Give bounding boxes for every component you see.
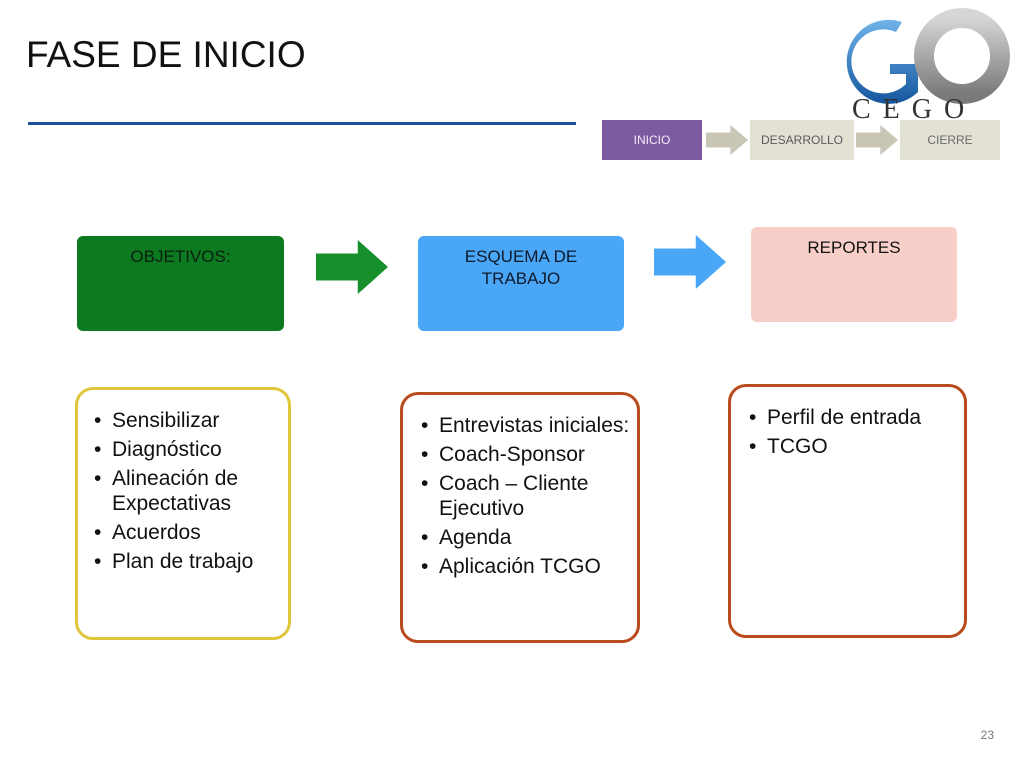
list-item: Sensibilizar bbox=[88, 408, 288, 433]
list-item: Entrevistas iniciales: bbox=[415, 413, 637, 438]
esquema-header: ESQUEMA DE TRABAJO bbox=[418, 236, 624, 331]
esquema-list-box: Entrevistas iniciales: Coach-Sponsor Coa… bbox=[400, 392, 640, 643]
list-item: Coach-Sponsor bbox=[415, 442, 637, 467]
phase-inicio: INICIO bbox=[602, 120, 702, 160]
objetivos-header: OBJETIVOS: bbox=[77, 236, 284, 331]
reportes-header: REPORTES bbox=[751, 227, 957, 322]
esquema-list: Entrevistas iniciales: Coach-Sponsor Coa… bbox=[415, 413, 637, 579]
logo-o-shape bbox=[914, 8, 1010, 104]
list-item: TCGO bbox=[743, 434, 964, 459]
phase-cierre: CIERRE bbox=[900, 120, 1000, 160]
list-item: Acuerdos bbox=[88, 520, 288, 545]
objetivos-list: Sensibilizar Diagnóstico Alineación de E… bbox=[88, 408, 288, 574]
list-item: Alineación de Expectativas bbox=[88, 466, 288, 516]
list-item: Diagnóstico bbox=[88, 437, 288, 462]
phase-arrow-icon bbox=[856, 125, 898, 155]
page-number: 23 bbox=[980, 728, 994, 742]
esquema-header-label: ESQUEMA DE TRABAJO bbox=[464, 247, 578, 288]
title-underline bbox=[28, 122, 576, 125]
list-item: Agenda bbox=[415, 525, 637, 550]
phase-arrow-icon bbox=[706, 125, 748, 155]
cego-logo bbox=[846, 8, 1010, 104]
reportes-list-box: Perfil de entrada TCGO bbox=[728, 384, 967, 638]
reportes-list: Perfil de entrada TCGO bbox=[743, 405, 964, 459]
list-item: Perfil de entrada bbox=[743, 405, 964, 430]
phase-desarrollo: DESARROLLO bbox=[750, 120, 854, 160]
list-item: Coach – Cliente Ejecutivo bbox=[415, 471, 637, 521]
page-title: FASE DE INICIO bbox=[26, 34, 306, 75]
flow-arrow-icon bbox=[654, 235, 726, 289]
logo-wordmark: CEGO bbox=[852, 94, 977, 125]
list-item: Plan de trabajo bbox=[88, 549, 288, 574]
objetivos-list-box: Sensibilizar Diagnóstico Alineación de E… bbox=[75, 387, 291, 640]
flow-arrow-icon bbox=[316, 240, 388, 294]
logo-g-shape bbox=[846, 19, 918, 104]
list-item: Aplicación TCGO bbox=[415, 554, 637, 579]
